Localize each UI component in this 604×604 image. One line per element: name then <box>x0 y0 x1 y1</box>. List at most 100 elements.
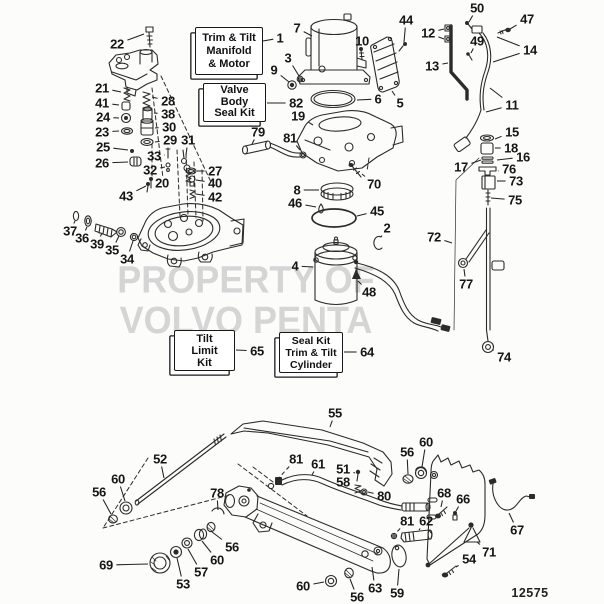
kit-box-text: Seal Kit <box>291 334 331 347</box>
leader-line-2 <box>380 235 383 238</box>
leader-line-60 <box>421 449 426 468</box>
leader-line-7 <box>303 31 313 37</box>
leader-line-70 <box>361 173 366 177</box>
leader-line-54 <box>455 564 459 568</box>
part-label-52: 52 <box>153 451 167 467</box>
leader-line-78 <box>216 500 219 511</box>
part-label-78: 78 <box>210 485 224 501</box>
kit-box-valve-body-seal-kit: Valve Body Seal Kit <box>203 83 266 122</box>
kit-box-text: Manifold <box>206 44 252 57</box>
part-label-25: 25 <box>96 139 110 155</box>
part-label-42: 42 <box>208 189 222 205</box>
part-label-50: 50 <box>470 0 484 16</box>
leader-line-69 <box>116 563 149 566</box>
leader-line-43 <box>136 185 147 192</box>
leader-line-3 <box>292 65 300 77</box>
leader-line-19 <box>308 121 314 126</box>
part-label-34: 34 <box>120 251 134 267</box>
leader-line-65 <box>235 349 247 352</box>
part-label-17: 17 <box>454 159 468 175</box>
part-label-9: 9 <box>270 62 278 78</box>
part-label-45: 45 <box>370 203 384 219</box>
part-label-43: 43 <box>119 188 133 204</box>
part-label-29: 29 <box>163 132 177 148</box>
part-label-49: 49 <box>470 33 484 49</box>
kit-box-seal-kit-trim-tilt-cylinder: Seal Kit Trim & Tilt Cylinder <box>279 332 343 373</box>
motor-end-plate-art <box>370 36 400 93</box>
shaft-seal-parts-art <box>72 210 139 242</box>
part-label-5: 5 <box>396 95 404 111</box>
kit-box-text: Trim & Tilt <box>285 346 337 359</box>
part-label-82: 82 <box>289 95 303 111</box>
leader-line-50 <box>468 15 474 23</box>
bolt-48-arrow-art <box>352 259 361 279</box>
part-label-13: 13 <box>425 58 439 74</box>
part-label-74: 74 <box>497 349 511 365</box>
leader-line-5 <box>391 90 396 96</box>
leader-line-37 <box>73 220 76 224</box>
part-label-15: 15 <box>505 124 519 140</box>
part-label-7: 7 <box>293 20 301 36</box>
kit-box-text: Tilt <box>196 332 213 345</box>
kit-box-text: & Motor <box>208 57 250 70</box>
leader-line-71 <box>476 541 481 545</box>
part-label-2: 2 <box>383 220 391 236</box>
valve-parts-column-right-art <box>140 91 154 146</box>
cylinder-63-art <box>244 495 391 574</box>
part-label-79: 79 <box>251 124 265 140</box>
part-label-58: 58 <box>336 474 350 490</box>
part-label-36: 36 <box>75 230 89 246</box>
leader-line-61 <box>311 471 315 476</box>
swing-arm-55-art <box>230 420 393 487</box>
hose-79-art <box>241 140 307 159</box>
part-label-12: 12 <box>421 25 435 41</box>
leader-line-67 <box>508 512 514 523</box>
watermark-line-1: PROPERTY OF <box>117 257 375 302</box>
leader-line-17 <box>471 159 482 164</box>
part-label-35: 35 <box>105 242 119 258</box>
part-label-73: 73 <box>509 173 523 189</box>
leader-line-25 <box>113 147 129 151</box>
leader-line-52 <box>161 466 165 479</box>
part-label-32: 32 <box>143 162 157 178</box>
motor-wiring-art <box>354 262 451 332</box>
part-label-81: 81 <box>283 130 297 146</box>
valve-body-art <box>296 110 404 178</box>
part-label-41: 41 <box>95 95 109 111</box>
kit-box-text: Seal Kit <box>214 107 255 120</box>
part-label-51: 51 <box>336 461 350 477</box>
leader-line-29 <box>154 140 160 143</box>
leader-line-31 <box>185 147 188 156</box>
kit-box-text: Limit <box>191 344 218 357</box>
leader-line-81 <box>276 466 290 481</box>
leader-line-60 <box>201 540 212 553</box>
part-label-39: 39 <box>90 236 104 252</box>
part-label-20: 20 <box>155 175 169 191</box>
part-label-21: 21 <box>95 80 109 96</box>
part-label-6: 6 <box>374 91 382 107</box>
leader-line-56 <box>211 531 223 540</box>
tilt-shaft-52-art <box>108 433 227 524</box>
kit-box-tilt-limit-kit: Tilt Limit Kit <box>174 330 235 371</box>
leader-line-56 <box>406 459 409 475</box>
part-label-68: 68 <box>437 485 451 501</box>
leader-line-21 <box>112 89 122 93</box>
leader-line-53 <box>176 557 182 577</box>
part-label-23: 23 <box>95 124 109 140</box>
part-label-14: 14 <box>523 42 537 58</box>
part-label-44: 44 <box>399 12 413 28</box>
leader-line-6 <box>356 98 372 101</box>
leader-line-81 <box>295 145 301 151</box>
leader-line-14 <box>496 36 520 47</box>
leader-line-77 <box>463 268 466 277</box>
part-label-54: 54 <box>462 551 476 567</box>
leader-line-4 <box>301 265 314 268</box>
part-label-22: 22 <box>110 36 124 52</box>
part-label-62: 62 <box>419 513 433 529</box>
leader-line-9 <box>280 74 290 83</box>
leader-line-63 <box>371 566 375 581</box>
leader-line-46 <box>305 204 317 208</box>
leader-line-80 <box>367 491 374 494</box>
